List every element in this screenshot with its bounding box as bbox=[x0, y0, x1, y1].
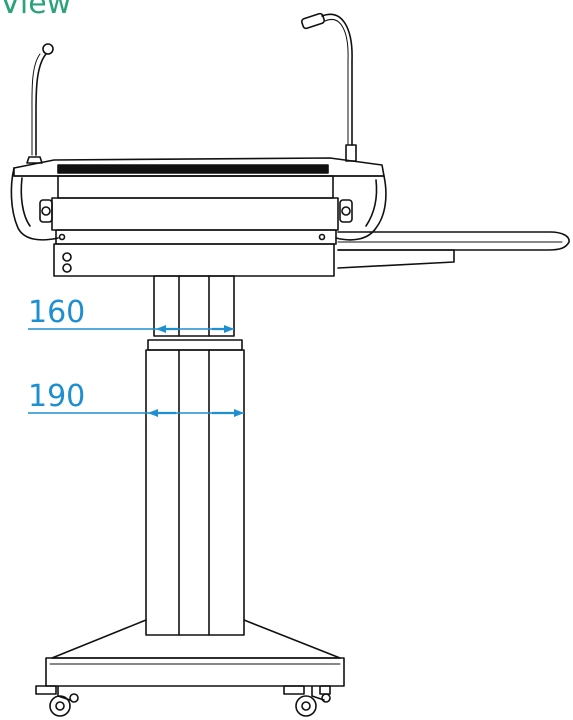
side-shelf bbox=[337, 231, 570, 269]
dimension-label-lower: 190 bbox=[28, 379, 85, 414]
lower-column bbox=[145, 339, 245, 636]
left-caster bbox=[49, 685, 79, 717]
dimension-upper: 160 bbox=[28, 295, 234, 333]
right-microphone bbox=[300, 12, 357, 162]
upper-column bbox=[153, 275, 235, 337]
right-caster bbox=[295, 685, 331, 717]
lectern-desk bbox=[10, 157, 387, 277]
left-microphone bbox=[26, 43, 54, 164]
dimension-lower: 190 bbox=[28, 379, 244, 417]
base bbox=[35, 619, 345, 695]
page-title: View bbox=[0, 0, 72, 21]
dimension-label-upper: 160 bbox=[28, 295, 85, 330]
